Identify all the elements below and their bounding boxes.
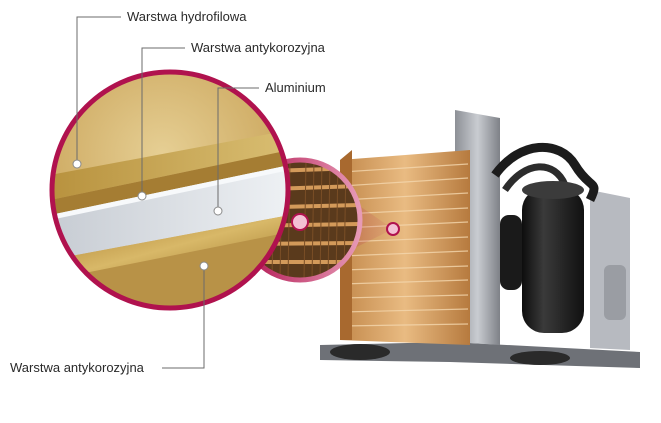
layers-closeup-circle	[49, 69, 291, 311]
refrigerant-pipe	[502, 163, 569, 193]
aluminium-slab	[52, 165, 288, 260]
aluminium-highlight	[52, 165, 288, 220]
refrigerant-pipe	[491, 142, 599, 203]
accumulator	[500, 215, 522, 290]
label-anticorrosion-layer-top: Warstwa antykorozyjna	[191, 40, 325, 55]
leader-anticorrosion-top	[141, 47, 185, 194]
leader-dot	[199, 261, 209, 271]
label-anticorrosion-layer-bottom: Warstwa antykorozyjna	[10, 360, 144, 375]
anticorrosion-top-slab	[52, 150, 288, 215]
compressor	[522, 188, 584, 333]
zoom-marker	[386, 222, 400, 236]
label-aluminium: Aluminium	[265, 80, 326, 95]
label-hydrophilic-layer: Warstwa hydrofilowa	[127, 9, 247, 24]
layers-closeup-ring	[49, 69, 291, 311]
leader-anticorrosion-bottom	[162, 266, 205, 369]
leader-hydrophilic	[76, 16, 121, 162]
leader-dot	[213, 206, 223, 216]
leader-aluminium	[217, 87, 259, 209]
leader-dots	[72, 159, 223, 271]
anticorrosion-bottom-slab	[52, 215, 288, 280]
leader-lines	[76, 16, 259, 369]
unit-foot	[510, 351, 570, 365]
valve-block	[604, 265, 626, 320]
leader-dot	[72, 159, 82, 169]
zoom-marker	[291, 213, 309, 231]
hydrophilic-slab	[52, 130, 288, 200]
compressor-top	[522, 181, 584, 199]
leader-dot	[137, 191, 147, 201]
unit-foot	[330, 344, 390, 360]
